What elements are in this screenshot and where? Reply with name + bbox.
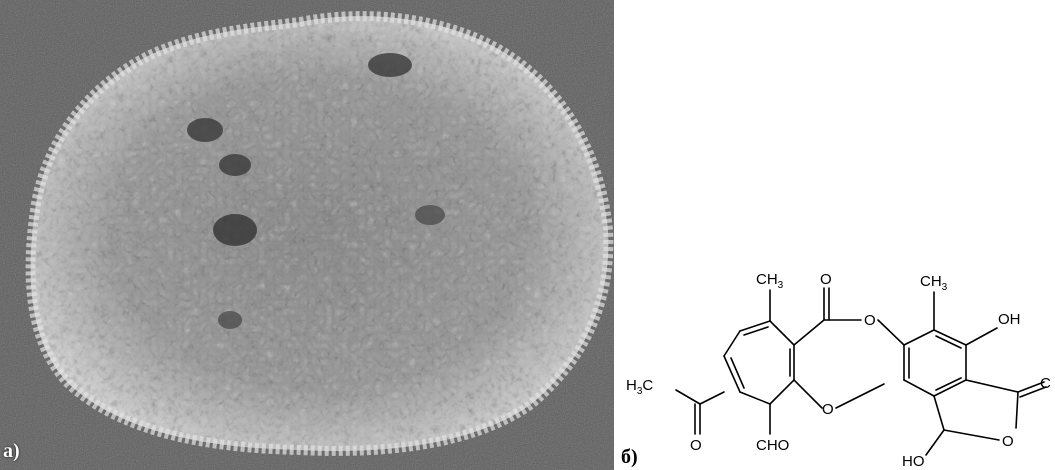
- atom-o-acetyl: O: [690, 437, 702, 454]
- atom-oh-top: OH: [998, 311, 1021, 328]
- atom-cho: CHO: [756, 437, 789, 454]
- chemical-structure: CH3 O CH3 O OH H3C O O CHO C O HO: [614, 0, 1055, 470]
- atom-ho-bottom: HO: [902, 453, 925, 470]
- atom-lactone-carbonyl: C: [1040, 375, 1051, 392]
- panel-label-b: б): [621, 446, 638, 468]
- atom-ch3-right: CH3: [920, 273, 948, 293]
- atom-o-carbonyl: O: [820, 271, 832, 288]
- atom-labels: CH3 O CH3 O OH H3C O O CHO C O HO: [626, 271, 1051, 470]
- atom-ch3-left: CH3: [756, 271, 784, 291]
- atom-o-ester: O: [864, 312, 876, 329]
- atom-o-bridge: O: [822, 401, 834, 418]
- bonds: [675, 287, 1047, 456]
- atom-h3c: H3C: [626, 377, 653, 397]
- atom-o-lactone-ring: O: [1002, 433, 1014, 450]
- panel-label-a: a): [3, 440, 20, 462]
- lichen-photograph: [0, 0, 614, 470]
